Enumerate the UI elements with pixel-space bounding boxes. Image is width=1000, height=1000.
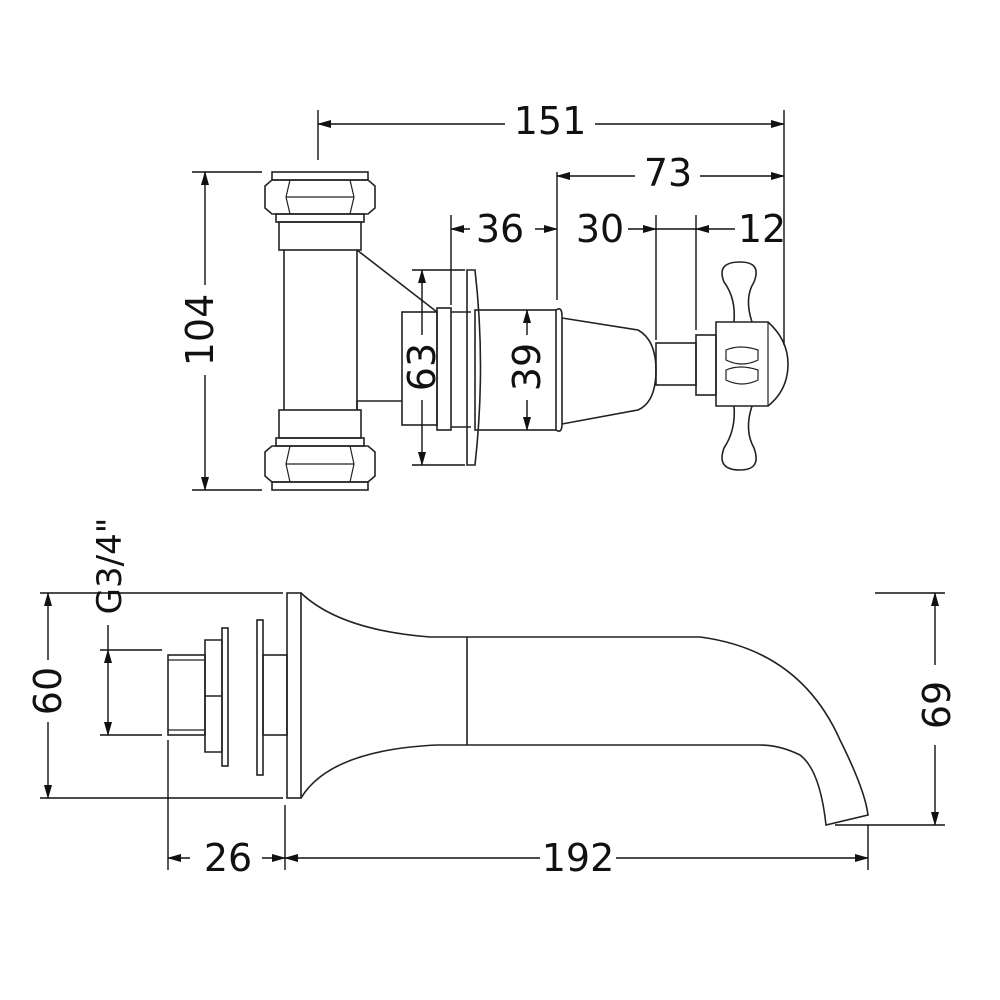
- backnut: [204, 639, 223, 753]
- valve-body: [474, 309, 557, 431]
- bottom-nut-facets: [285, 445, 355, 483]
- dim-63-label: 63: [400, 343, 444, 391]
- valve-bonnet: [561, 317, 657, 425]
- top-nut-facets: [285, 179, 355, 215]
- dim-151-label: 151: [514, 99, 587, 143]
- dim-36-label: 36: [476, 207, 524, 251]
- spout-body: [300, 592, 869, 826]
- bottom-olive: [278, 409, 362, 439]
- dim-60-label: 60: [26, 667, 70, 715]
- handle-hub: [715, 321, 789, 407]
- dim-73-label: 73: [644, 151, 692, 195]
- valve-dimensions: 151 73 36 30 12 104 63 39: [178, 99, 786, 491]
- dim-30-label: 30: [576, 207, 624, 251]
- spout-inlet: [262, 654, 288, 736]
- dim-192-label: 192: [542, 836, 615, 880]
- thread-tail: [167, 654, 206, 736]
- dim-26-label: 26: [204, 836, 252, 880]
- bottom-collar: [275, 437, 365, 447]
- valve-drawing: [264, 171, 789, 491]
- top-olive: [278, 221, 362, 251]
- bottom-ext-lines: [167, 740, 869, 870]
- dim-104-label: 104: [178, 294, 222, 367]
- top-cap: [271, 171, 369, 181]
- backplate: [436, 307, 452, 431]
- top-collar: [275, 213, 365, 223]
- thread-dim-ext: [100, 649, 162, 736]
- bottom-hex-nut: [264, 445, 376, 483]
- thread-lines: [168, 659, 205, 731]
- bottom-cap: [271, 481, 369, 491]
- handle-lever-top: [721, 261, 757, 323]
- dim-39-label: 39: [505, 343, 549, 391]
- spindle: [655, 342, 697, 386]
- washer: [221, 627, 229, 767]
- spout-drawing: [167, 592, 869, 826]
- outlet-line: [356, 400, 402, 410]
- top-hex-nut: [264, 179, 376, 215]
- body-ring: [555, 308, 563, 432]
- handle-lever-bottom: [721, 405, 757, 471]
- dim-12-label: 12: [738, 207, 786, 251]
- backplate-edge: [451, 311, 471, 428]
- handle-nut: [695, 334, 717, 396]
- dim-60-ext: [40, 592, 283, 799]
- thread-size-label: G3/4": [90, 518, 130, 615]
- mounting-plate: [256, 619, 264, 776]
- valve-pipe: [283, 250, 358, 410]
- dim-69-label: 69: [913, 681, 957, 729]
- rosette: [466, 269, 482, 466]
- index-cap: [725, 346, 759, 385]
- extension-lines: [317, 110, 785, 345]
- spout-backplate: [286, 592, 302, 799]
- spout-dimensions: 60 G3/4" 69 26 192: [26, 518, 957, 880]
- valve-transition: [356, 249, 438, 313]
